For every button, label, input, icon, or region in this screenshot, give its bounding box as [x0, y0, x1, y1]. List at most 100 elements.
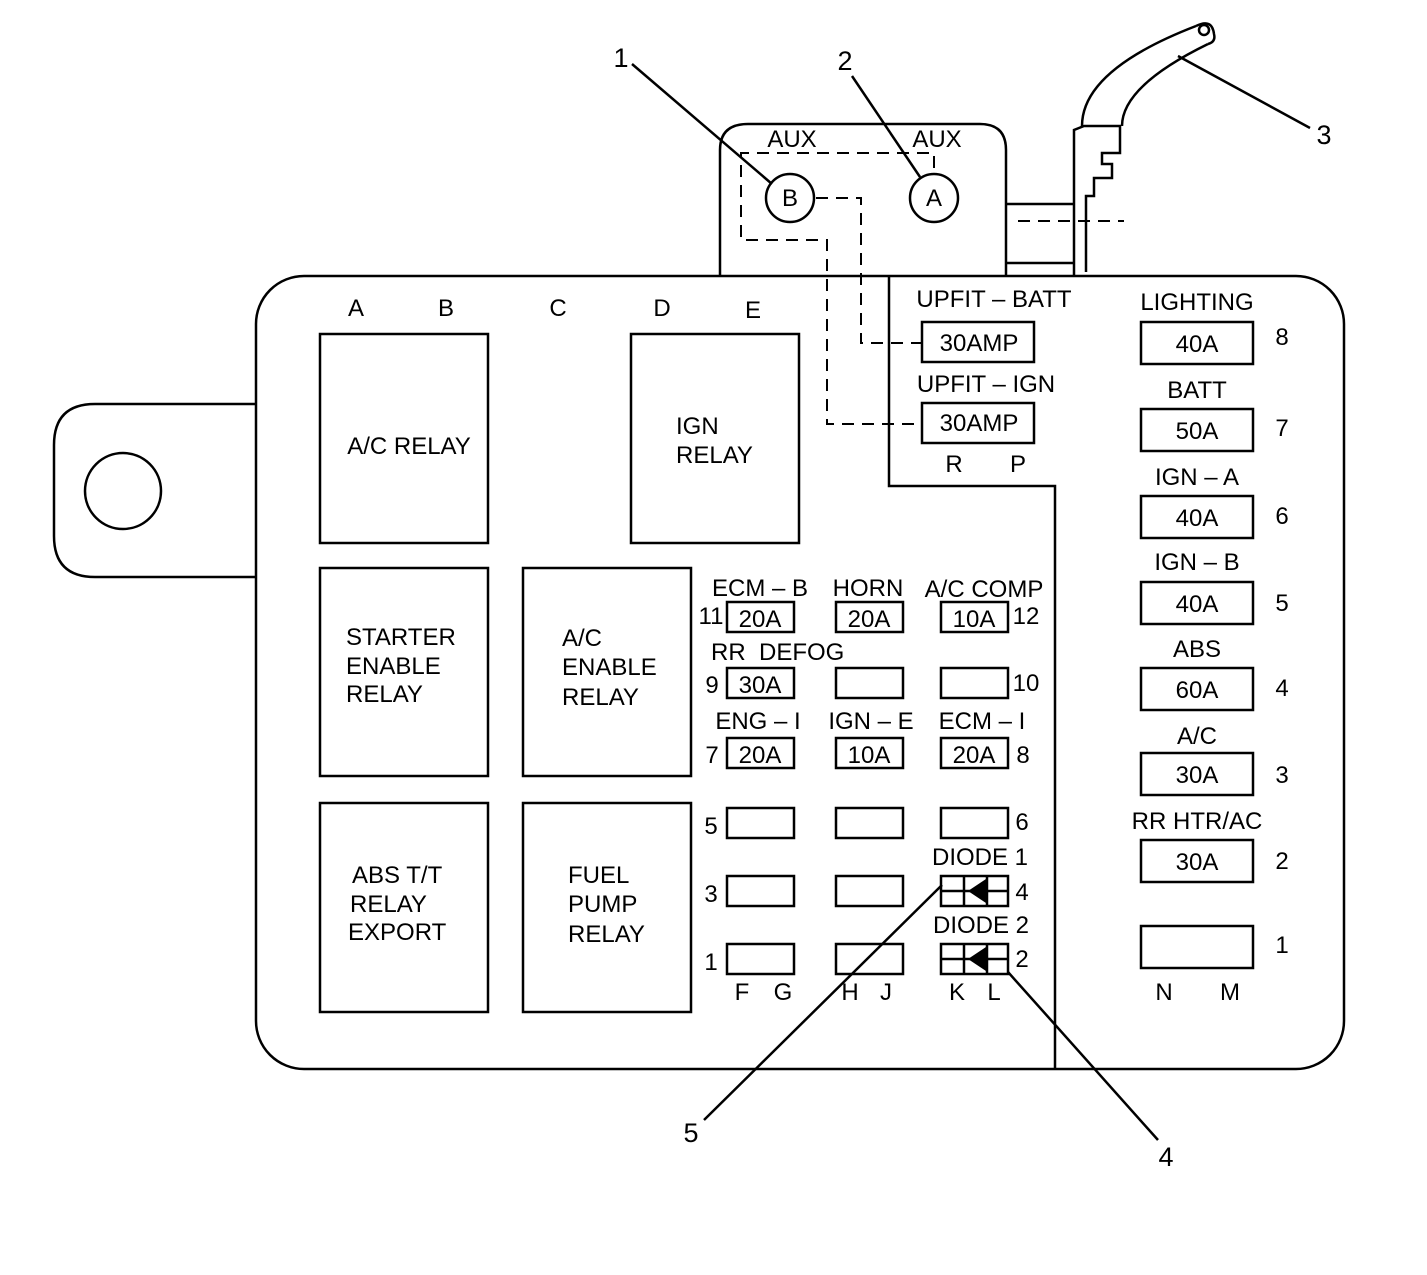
ac-comp-rating: 10A: [953, 606, 996, 633]
ign-relay-box: [629, 332, 801, 545]
ac-comp-label: A/C COMP: [925, 576, 1044, 603]
slot5-num: 5: [704, 813, 717, 840]
aux-terminal-a-label: A: [926, 185, 942, 212]
fuel-pump-relay-label-2: PUMP: [568, 891, 637, 918]
aux-dashed-circuit: [740, 152, 935, 425]
diode1-num: 4: [1015, 879, 1028, 906]
aux-terminal-a: [908, 172, 960, 224]
ecm-i-num: 8: [1016, 742, 1029, 769]
eng-i-rating: 20A: [739, 742, 782, 769]
rr-defog-label: RR DEFOG: [711, 639, 844, 666]
upfit-batt-fuse: [920, 320, 1036, 364]
upfit-fuses: UPFIT – BATT 30AMP UPFIT – IGN 30AMP: [916, 286, 1072, 445]
maxi-fuse-rating: 40A: [1176, 331, 1219, 358]
ecm-i-fuse: [939, 736, 1010, 770]
maxi-fuse-number: 1: [1275, 932, 1288, 959]
ign-e-label: IGN – E: [828, 708, 913, 735]
ac-enable-relay-box: [521, 566, 693, 778]
maxi-fuse-rating: 30A: [1176, 762, 1219, 789]
ign-e-fuse: [834, 736, 905, 770]
callouts: 1 2 3 4 5: [613, 43, 1331, 1172]
leader-line-3: [1177, 54, 1311, 130]
maxi-fuse-number: 4: [1275, 675, 1288, 702]
ac-enable-relay-label-3: RELAY: [562, 684, 639, 711]
rr-defog-num: 9: [705, 672, 718, 699]
ign-relay-label-2: RELAY: [676, 442, 753, 469]
upfit-batt-rating: 30AMP: [940, 330, 1019, 357]
wire-cable: [1080, 24, 1197, 127]
column-g: G: [774, 979, 793, 1006]
leader-line-1: [631, 63, 773, 185]
starter-enable-relay-label-2: ENABLE: [346, 653, 441, 680]
maxi-fuse-number: 5: [1275, 590, 1288, 617]
upfit-batt-label: UPFIT – BATT: [916, 286, 1071, 313]
ign-relay-label-1: IGN: [676, 413, 719, 440]
column-f: F: [735, 979, 750, 1006]
fuel-pump-relay-label-3: RELAY: [568, 921, 645, 948]
mounting-hole: [83, 451, 163, 531]
mini-fuses: ECM – B HORN A/C COMP 11 20A 20A 10A 12 …: [699, 575, 1044, 976]
slot3-num: 3: [704, 881, 717, 908]
maxi-fuse-box: [1139, 838, 1255, 884]
column-l: L: [987, 979, 1000, 1006]
diode1-label: DIODE 1: [932, 844, 1028, 871]
leader-line-5: [703, 884, 943, 1121]
upfit-ign-rating: 30AMP: [940, 410, 1019, 437]
eng-i-num: 7: [705, 742, 718, 769]
column-r: R: [945, 451, 962, 478]
maxi-fuse-box: [1139, 320, 1255, 366]
housing-body: [254, 274, 1346, 1071]
empty-fuse-slot: [939, 666, 1010, 700]
callout-2: 2: [837, 46, 852, 76]
maxi-fuse-rating: 50A: [1176, 418, 1219, 445]
abs-tt-relay-label-2: RELAY: [350, 891, 427, 918]
horn-rating: 20A: [848, 606, 891, 633]
maxi-fuse-number: 8: [1275, 324, 1288, 351]
callout-1: 1: [613, 43, 628, 73]
maxi-fuse-rating: 40A: [1176, 591, 1219, 618]
column-p: P: [1010, 451, 1026, 478]
ecm-b-num: 11: [699, 603, 724, 630]
starter-enable-relay-label-1: STARTER: [346, 624, 456, 651]
inner-divider: [887, 276, 1057, 1069]
ecm-i-rating: 20A: [953, 742, 996, 769]
empty-fuse-slot: [834, 806, 905, 840]
maxi-fuse-label: RR HTR/AC: [1132, 808, 1263, 835]
slot6-num: 6: [1015, 809, 1028, 836]
maxi-fuse-rating: 60A: [1176, 677, 1219, 704]
slot1-num: 1: [704, 949, 717, 976]
starter-enable-relay-label-3: RELAY: [346, 681, 423, 708]
horn-fuse: [834, 600, 905, 634]
ac-comp-fuse: [939, 600, 1010, 634]
wire-cable: [1120, 42, 1209, 127]
diode2-symbol: [968, 947, 986, 971]
ac-enable-relay-label-1: A/C: [562, 625, 602, 652]
column-a: A: [348, 295, 364, 322]
empty-fuse-slot: [939, 806, 1010, 840]
callout-4: 4: [1158, 1142, 1173, 1172]
maxi-fuse-box: [1139, 666, 1255, 712]
diode2-num: 2: [1015, 946, 1028, 973]
ac-relay-box: [318, 332, 490, 545]
diode1: [939, 874, 1010, 908]
maxi-fuse-box: [1139, 751, 1255, 797]
maxi-fuse-box: [1139, 494, 1255, 540]
maxi-fuse-box: [1139, 924, 1255, 970]
ecm-i-label: ECM – I: [939, 708, 1026, 735]
empty-fuse-slot: [725, 806, 796, 840]
slot10-num: 10: [1013, 670, 1040, 697]
column-m: M: [1220, 979, 1240, 1006]
maxi-fuse-rating: 30A: [1176, 849, 1219, 876]
ign-e-rating: 10A: [848, 742, 891, 769]
eng-i-fuse: [725, 736, 796, 770]
wire-end: [1195, 22, 1216, 46]
aux-label-left: AUX: [767, 126, 816, 153]
empty-fuse-slot: [725, 874, 796, 908]
aux-label-right: AUX: [912, 126, 961, 153]
aux-terminal-b: [764, 172, 816, 224]
maxi-fuse-box: [1139, 407, 1255, 453]
ecm-b-rating: 20A: [739, 606, 782, 633]
leader-line-4: [1007, 971, 1159, 1141]
